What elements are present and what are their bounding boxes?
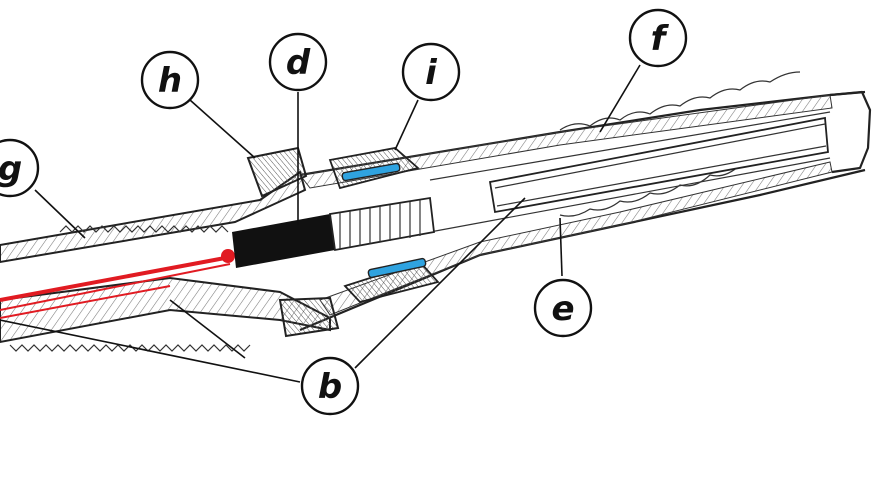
label-d: d [286, 43, 311, 83]
thread-lower [9, 344, 251, 352]
label-g: g [0, 149, 22, 189]
core-connector [232, 196, 435, 268]
hex-shoulder [246, 146, 308, 198]
label-b: b [318, 367, 342, 407]
heating-element-tube [488, 116, 829, 214]
label-e: e [551, 289, 574, 329]
callout-f: f [628, 8, 688, 68]
seal-lower-blue [367, 257, 427, 279]
housing-upper [0, 170, 307, 264]
callout-d: d [268, 32, 328, 92]
seal-upper-blue [341, 162, 401, 182]
callout-i: i [401, 42, 461, 102]
callout-b: b [300, 356, 360, 416]
callout-h: h [140, 50, 200, 110]
center-conductor [0, 249, 235, 319]
label-h: h [158, 61, 182, 101]
conductor-tip-blob [221, 249, 235, 263]
core-black-block [232, 214, 335, 268]
hex-shoulder-lower [278, 296, 340, 338]
thread-upper [59, 225, 229, 233]
leader-lines [0, 64, 641, 383]
outer-wavy-sleeve [559, 71, 801, 131]
core-spring [328, 196, 435, 252]
callout-e: e [533, 278, 593, 338]
label-i: i [425, 53, 438, 93]
sheath-body [299, 71, 872, 332]
sheath-wall-upper [299, 94, 833, 189]
sheath-tip [829, 90, 872, 174]
callout-g: g [0, 138, 40, 198]
label-f: f [651, 19, 670, 59]
seal-rings [328, 147, 440, 304]
